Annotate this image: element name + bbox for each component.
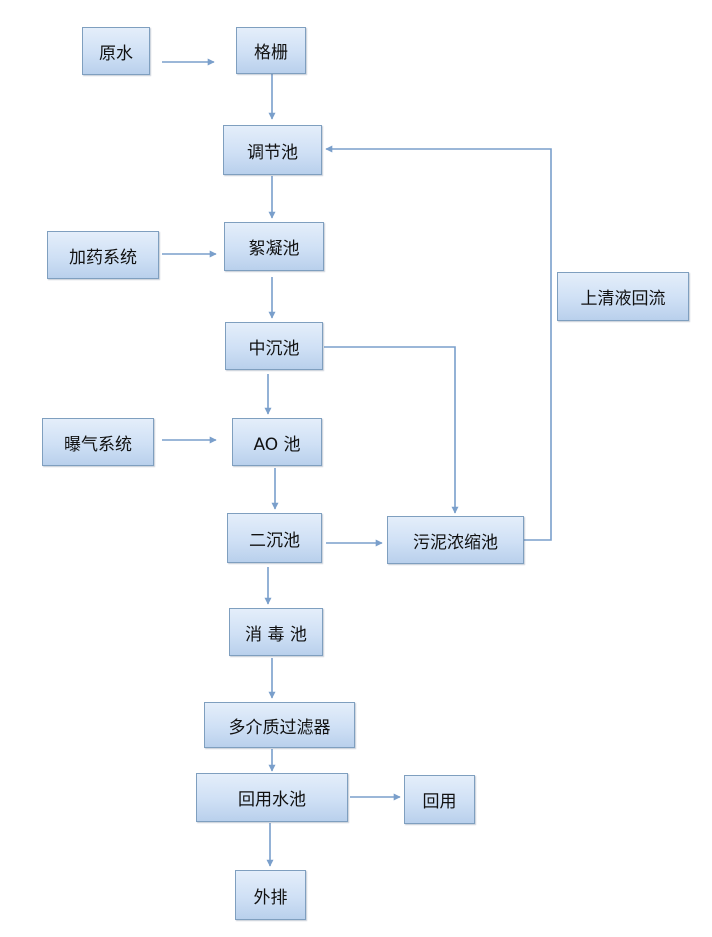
node-aeration-system-label: 曝气系统 — [64, 434, 132, 455]
node-reuse-label: 回用 — [422, 792, 457, 812]
node-reuse-tank: 回用水池 — [196, 773, 348, 822]
arrow-supernatant-return — [325, 145, 552, 541]
node-discharge: 外排 — [235, 870, 306, 920]
node-middle-settling-tank: 中沉池 — [225, 322, 323, 370]
node-screen: 格栅 — [236, 27, 306, 74]
node-middle-settling-tank-label: 中沉池 — [248, 338, 300, 359]
arrow-middle-settling-to-thickener — [324, 346, 459, 514]
node-reuse-tank-label: 回用水池 — [238, 790, 306, 810]
node-equalization-tank: 调节池 — [223, 125, 322, 175]
node-flocculation-tank-label: 絮凝池 — [248, 239, 300, 259]
node-secondary-settling-tank: 二沉池 — [227, 513, 322, 563]
node-multimedia-filter: 多介质过滤器 — [204, 702, 355, 748]
node-aeration-system: 曝气系统 — [42, 418, 154, 466]
node-flocculation-tank: 絮凝池 — [224, 222, 324, 271]
node-equalization-tank-label: 调节池 — [247, 142, 298, 163]
node-sludge-thickener: 污泥浓缩池 — [387, 516, 524, 564]
node-reuse: 回用 — [404, 775, 475, 824]
node-disinfection-tank: 消 毒 池 — [229, 608, 323, 656]
node-supernatant-return: 上清液回流 — [557, 272, 689, 321]
node-screen-label: 格栅 — [254, 43, 288, 63]
node-raw-water-label: 原水 — [99, 43, 133, 64]
node-dosing-system: 加药系统 — [47, 231, 159, 279]
node-ao-tank-label: AO 池 — [253, 434, 301, 455]
node-supernatant-return-label: 上清液回流 — [580, 289, 666, 309]
node-dosing-system-label: 加药系统 — [69, 247, 137, 268]
node-disinfection-tank-label: 消 毒 池 — [245, 624, 307, 645]
node-secondary-settling-tank-label: 二沉池 — [249, 530, 300, 551]
node-multimedia-filter-label: 多介质过滤器 — [228, 717, 331, 738]
node-ao-tank: AO 池 — [232, 418, 322, 466]
node-raw-water: 原水 — [82, 27, 150, 75]
node-discharge-label: 外排 — [253, 887, 288, 908]
node-sludge-thickener-label: 污泥浓缩池 — [413, 532, 498, 553]
